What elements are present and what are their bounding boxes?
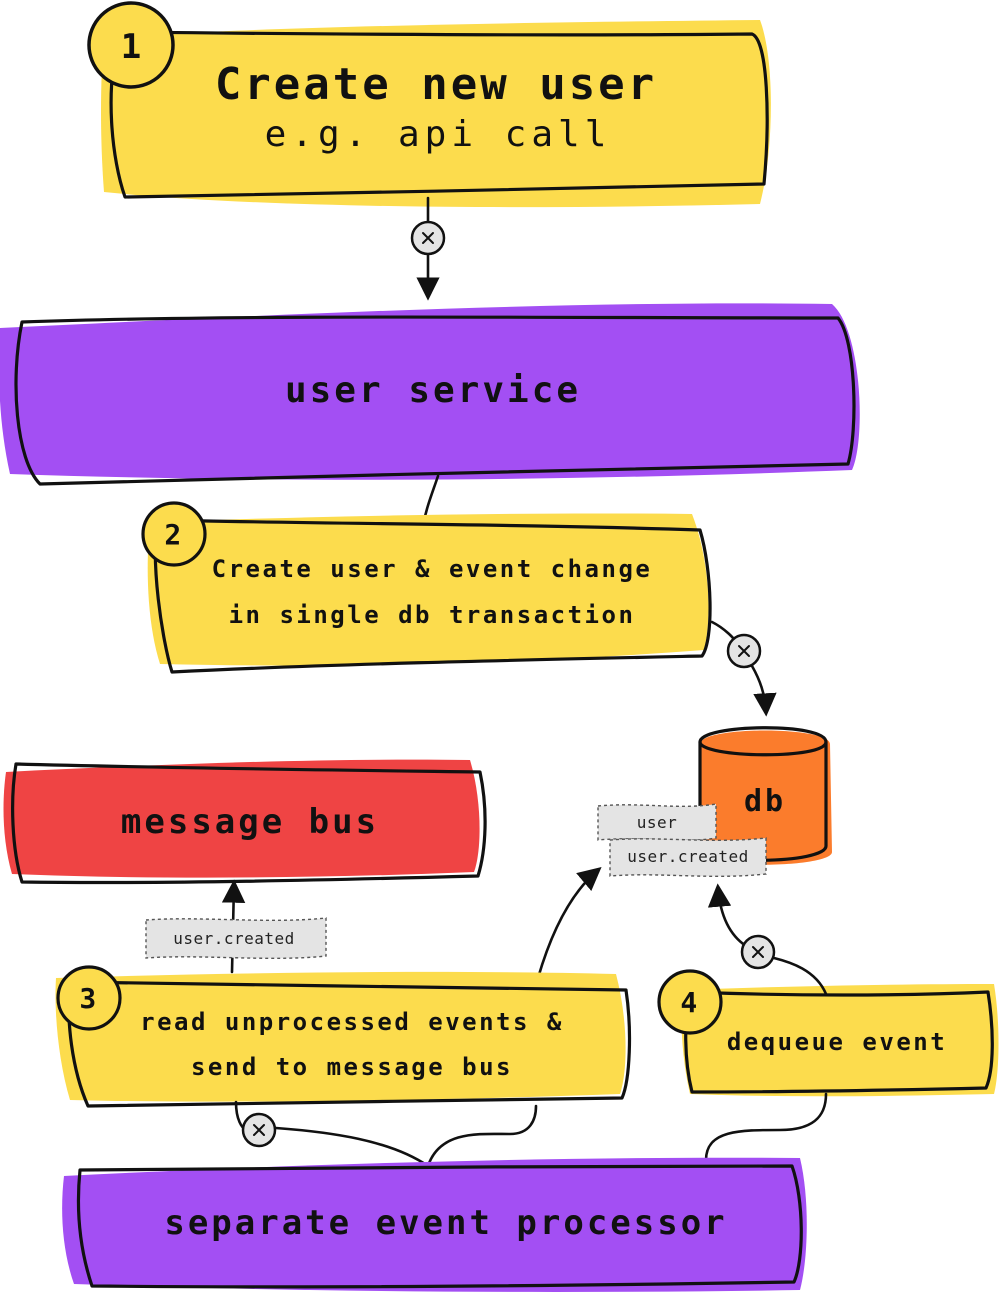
step-4-box: dequeue event xyxy=(681,984,999,1097)
step-4-badge: 4 xyxy=(657,969,723,1035)
step-3-fill xyxy=(55,971,626,1102)
step-2-line-1: Create user & event change xyxy=(212,555,653,583)
bus-user-created-tag-label: user.created xyxy=(173,929,295,948)
step-4-outline xyxy=(684,990,994,1094)
message-bus-label: message bus xyxy=(121,802,379,842)
step-1-outline xyxy=(109,30,769,199)
connector-8-line xyxy=(426,1104,538,1168)
message-bus-box: message bus xyxy=(3,759,487,885)
user-service-fill xyxy=(0,303,860,480)
db-top-rim xyxy=(698,740,828,757)
step-2-fill xyxy=(147,513,709,666)
db-user-created-tag-label: user.created xyxy=(627,847,749,866)
event-processor-outline xyxy=(76,1164,803,1289)
step-3-line-2: send to message bus xyxy=(191,1053,513,1081)
db-user-tag-label: user xyxy=(637,813,678,832)
step-1-badge: 1 xyxy=(87,1,175,89)
step-2-badge: 2 xyxy=(141,501,207,567)
step-2-line-2: in single db transaction xyxy=(229,601,636,629)
step-3-badge: 3 xyxy=(56,965,122,1031)
step-1-number: 1 xyxy=(121,27,141,67)
close-icon xyxy=(241,1112,277,1148)
close-icon xyxy=(740,934,776,970)
step-4-fill xyxy=(681,984,999,1097)
db-user-tag: user xyxy=(597,803,717,842)
user-service-label: user service xyxy=(285,370,581,411)
message-bus-outline xyxy=(11,762,487,885)
step-4-number: 4 xyxy=(680,986,699,1019)
event-processor-box: separate event processor xyxy=(62,1157,807,1292)
step-2-outline xyxy=(153,518,712,674)
step-3-line-1: read unprocessed events & xyxy=(140,1008,564,1036)
user-service-outline xyxy=(14,315,856,486)
step-4-label: dequeue event xyxy=(727,1028,947,1056)
message-bus-fill xyxy=(3,759,480,878)
db-label: db xyxy=(744,784,786,819)
connector-6-line xyxy=(772,956,828,996)
connector-6-arrow xyxy=(707,883,748,948)
connector-9-line xyxy=(704,1092,828,1162)
connector-7-line-b xyxy=(274,1126,430,1168)
close-icon xyxy=(410,220,446,256)
event-processor-fill xyxy=(62,1157,807,1292)
event-processor-label: separate event processor xyxy=(164,1203,727,1243)
step-1-create-user-box: Create new user e.g. api call xyxy=(101,20,771,208)
close-icon xyxy=(726,633,762,669)
step-3-number: 3 xyxy=(79,982,98,1015)
user-service-box: user service xyxy=(0,303,860,486)
bus-user-created-tag: user.created xyxy=(145,917,327,960)
step-2-number: 2 xyxy=(164,518,183,551)
db-user-created-tag: user.created xyxy=(609,837,767,878)
step-1-title: Create new user xyxy=(215,59,657,110)
db-fill xyxy=(700,730,832,865)
step-3-outline xyxy=(67,980,632,1108)
step-2-box: Create user & event change in single db … xyxy=(147,513,712,674)
step-3-box: read unprocessed events & send to messag… xyxy=(55,971,632,1108)
connector-5-arrow xyxy=(536,866,602,980)
step-1-fill xyxy=(101,20,771,208)
step-1-subtitle: e.g. api call xyxy=(265,114,612,155)
connector-3-arrow xyxy=(750,664,777,717)
